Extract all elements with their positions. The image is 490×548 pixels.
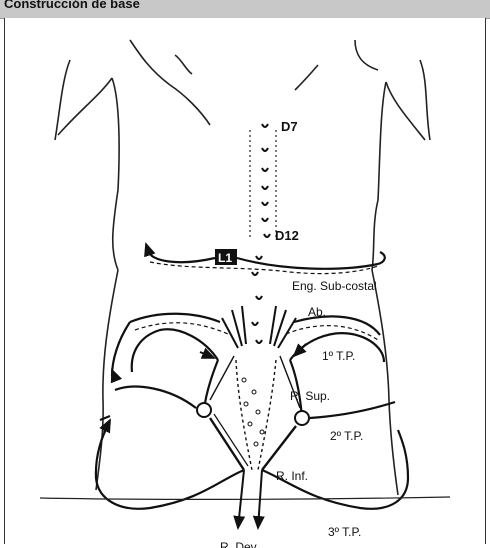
l1-marker: L1	[215, 249, 237, 265]
label-r-sup: R. Sup.	[290, 389, 330, 403]
label-tp3: 3º T.P.	[328, 525, 361, 539]
spine-dotted	[250, 130, 276, 240]
pelvis-triangle	[210, 356, 300, 470]
ground-line	[40, 497, 450, 499]
r-sup-lines	[210, 414, 296, 470]
sacral-point-right	[295, 411, 309, 425]
label-r-dev: R. Dev.	[220, 540, 259, 548]
label-tp2: 2º T.P.	[330, 429, 363, 443]
label-subcostal: Eng. Sub-costal	[292, 279, 377, 293]
pelvis-dots	[242, 378, 264, 446]
spine-vertebrae	[252, 124, 270, 343]
label-tp1: 1º T.P.	[322, 349, 355, 363]
l1-label: L1	[218, 251, 232, 265]
label-d12: D12	[275, 228, 299, 243]
subcostal-arrow-left	[146, 244, 148, 250]
subcostal-line	[148, 250, 385, 269]
ab-line	[112, 314, 380, 376]
label-r-inf: R. Inf.	[276, 469, 308, 483]
sacral-point-left	[197, 403, 211, 417]
ab-radiating-lines	[222, 306, 296, 348]
label-d7: D7	[281, 119, 298, 134]
label-ab: Ab.	[308, 305, 326, 319]
tp2-loops	[115, 387, 395, 418]
